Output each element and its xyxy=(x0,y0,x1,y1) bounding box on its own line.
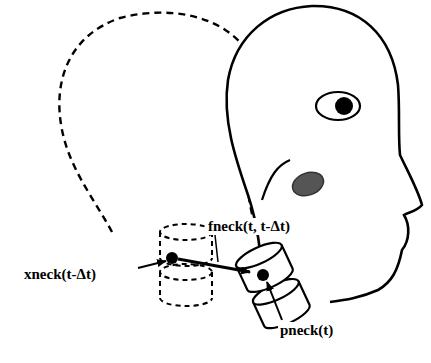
ear-line xyxy=(262,160,290,200)
pupil xyxy=(335,97,353,115)
previous-neck-point xyxy=(166,252,178,264)
eye xyxy=(316,92,360,120)
mouth xyxy=(289,168,327,200)
current-neck-point xyxy=(257,269,269,281)
displacement-arrow xyxy=(178,259,250,272)
current-head-outline xyxy=(227,6,422,302)
variable-label: fneck(t, t-Δt) xyxy=(206,218,292,235)
leader-line xyxy=(267,282,282,320)
leader-line xyxy=(138,261,166,268)
variable-label: pneck(t) xyxy=(278,322,335,339)
current-neck-cylinders xyxy=(233,238,313,333)
variable-label: xneck(t-Δt) xyxy=(22,266,98,283)
leader-line xyxy=(215,235,218,262)
